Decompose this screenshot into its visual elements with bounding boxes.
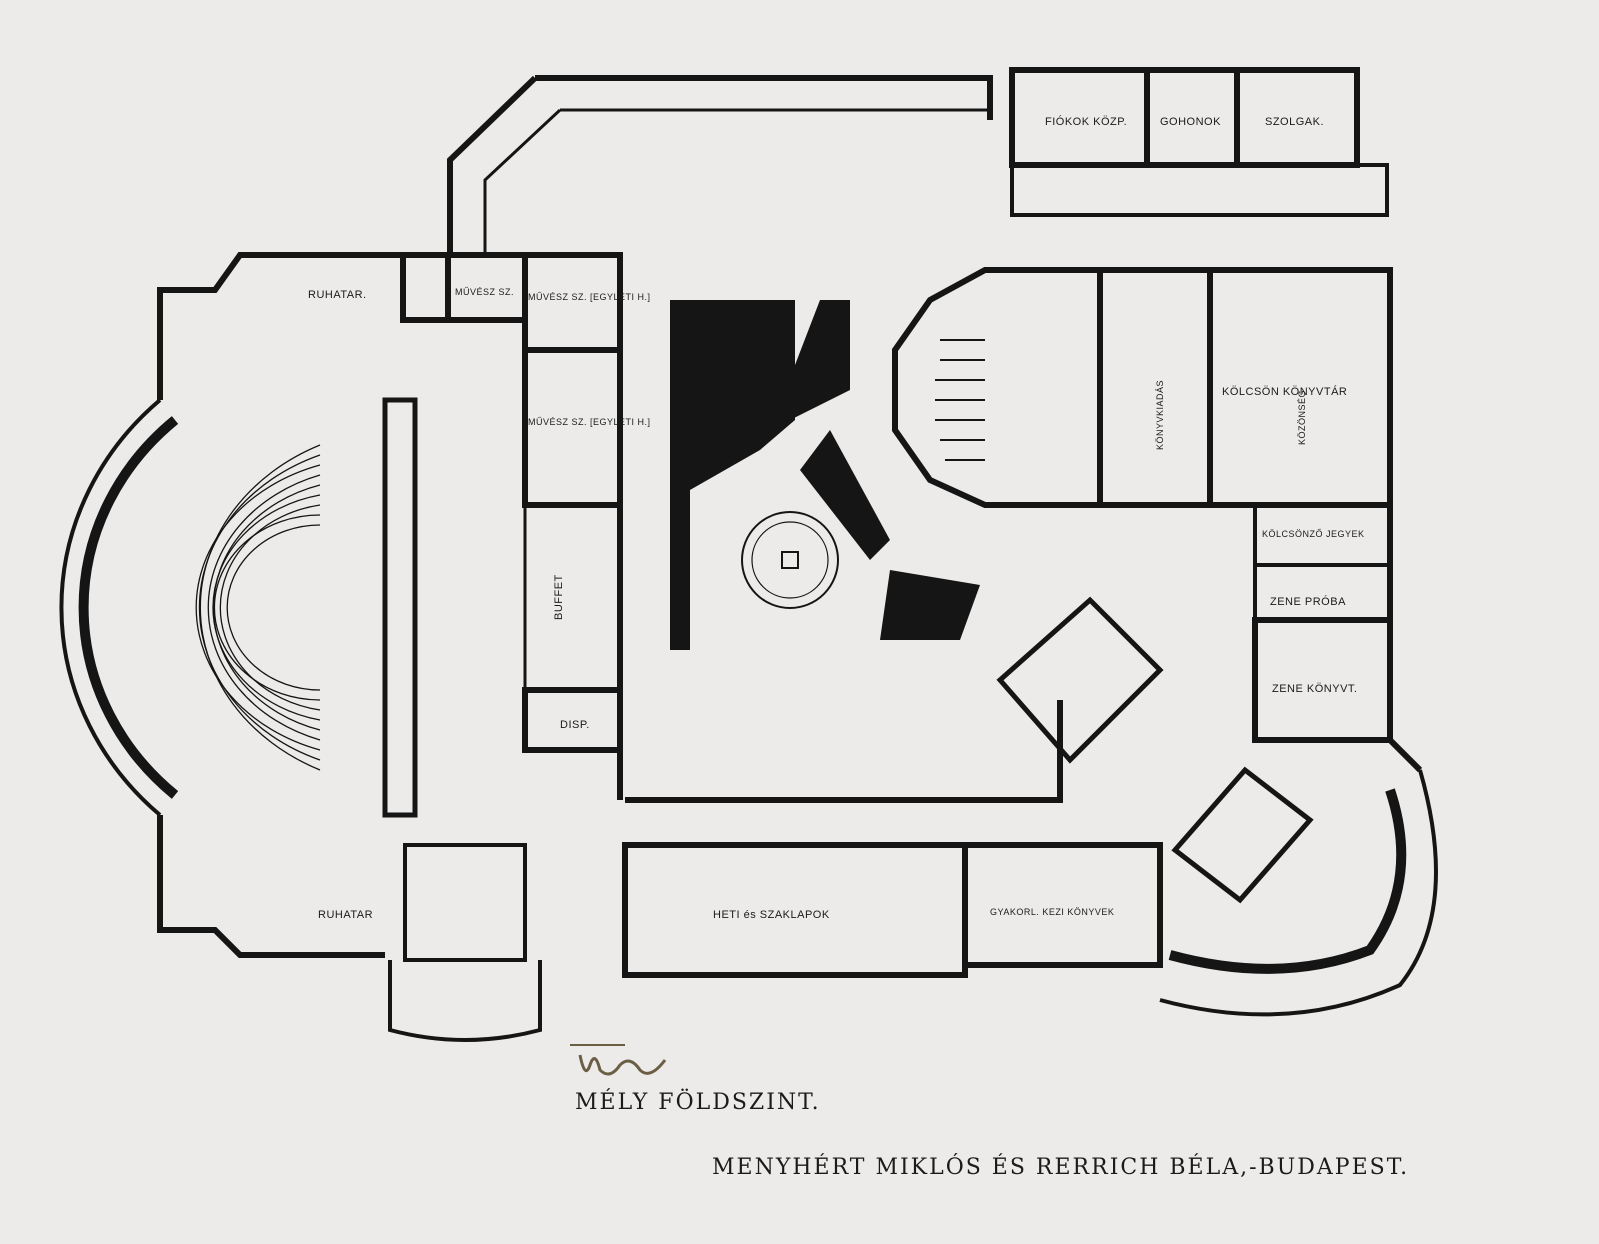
- east-wall: [1387, 505, 1423, 773]
- label-muvesz-egyleti-top: MŰVÉSZ SZ. [EGYLETI H.]: [528, 292, 651, 302]
- muvesz-egyleti-room-top: [522, 252, 623, 353]
- label-gyakorl: GYAKORL. KEZI KÖNYVEK: [990, 907, 1114, 917]
- north-corridor-wall: [447, 75, 538, 255]
- north-corridor-wall: [535, 75, 993, 120]
- fountain-inner: [751, 521, 829, 599]
- diagonal-stair-west: [996, 596, 1164, 764]
- label-buffet: BUFFET: [553, 574, 565, 620]
- handwritten-note: [570, 1044, 667, 1076]
- label-ruhatar-bottom: RUHATAR: [318, 909, 373, 921]
- label-heti: HETI és SZAKLAPOK: [713, 909, 830, 921]
- label-disp: DISP.: [560, 719, 590, 731]
- stair-core: [400, 252, 451, 323]
- west-block-wall: [157, 252, 620, 400]
- label-szolgak: SZOLGAK.: [1265, 116, 1324, 128]
- lecture-benches: [935, 339, 985, 461]
- service-corridor: [1010, 163, 1389, 217]
- auditorium-inner-arc: [78, 416, 179, 799]
- label-muvesz: MŰVÉSZ SZ.: [455, 287, 514, 297]
- garden-bed: [670, 300, 795, 650]
- fountain: [741, 511, 839, 609]
- stage: [382, 397, 418, 818]
- muvesz-egyleti-room-mid: [522, 347, 623, 508]
- label-muvesz-egyleti-mid: MŰVÉSZ SZ. [EGYLETI H.]: [528, 417, 651, 427]
- buffet-room: [523, 503, 622, 692]
- north-corridor-inner-wall: [483, 108, 562, 255]
- plan-title: MÉLY FÖLDSZINT.: [575, 1090, 821, 1115]
- label-zene-proba: ZENE PRÓBA: [1270, 595, 1346, 608]
- zene-konyvt-room: [1252, 617, 1393, 743]
- west-block-wall: [157, 815, 385, 958]
- label-zene-konyvt: ZENE KÖNYVT.: [1272, 683, 1357, 695]
- room-labels: FIÓKOK KÖZP. GOHONOK SZOLGAK. RUHATAR. M…: [308, 115, 1365, 921]
- diagonal-stair-east: [1171, 766, 1314, 904]
- zene-proba-room: [1253, 563, 1392, 622]
- rotunda-outer: [1159, 769, 1438, 1017]
- architects-credit: MENYHÉRT MIKLÓS ÉS RERRICH BÉLA,-BUDAPES…: [712, 1155, 1410, 1180]
- south-entrance-steps: [388, 960, 542, 1042]
- plan-drawing: [59, 67, 1438, 1042]
- garden-bed: [880, 570, 980, 640]
- label-konyvkiadas: KÖNYVKIADÁS: [1155, 380, 1165, 450]
- entrance-hall: [403, 843, 527, 962]
- label-kolcsonzo: KÖLCSÖNZŐ JEGYEK: [1262, 529, 1365, 539]
- label-kolcson: KÖLCSÖN KÖNYVTÁR: [1222, 385, 1347, 398]
- garden-bed: [800, 430, 890, 560]
- lecture-hall: [892, 267, 1103, 508]
- label-gohonok: GOHONOK: [1160, 116, 1221, 128]
- rotunda-inner: [1168, 788, 1407, 974]
- seating-rows: [195, 444, 321, 771]
- auditorium-outer-arc: [59, 398, 162, 817]
- label-fiokok: FIÓKOK KÖZP.: [1045, 115, 1127, 128]
- gyakorl-room: [962, 842, 1163, 968]
- garden-bed: [770, 300, 850, 430]
- label-ruhatar-top: RUHATAR.: [308, 289, 367, 301]
- label-kozonseg: KÖZÖNSÉG: [1297, 390, 1307, 445]
- south-front-wall: [625, 700, 1063, 803]
- fountain-center: [781, 551, 799, 569]
